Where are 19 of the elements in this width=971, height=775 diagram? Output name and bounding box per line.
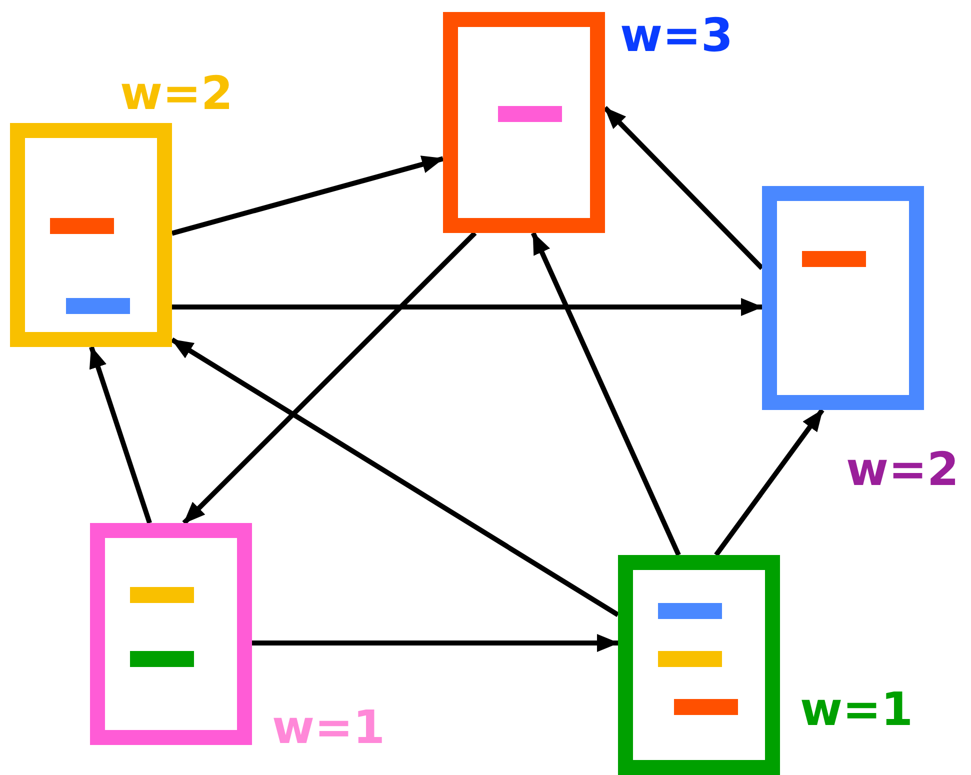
arrow (171, 156, 444, 236)
weight-label: w=1 (272, 704, 386, 750)
page-box (443, 12, 605, 233)
page-box (762, 186, 924, 410)
weight-label: w=2 (846, 446, 960, 492)
weight-label: w=3 (620, 12, 734, 58)
arrow (603, 106, 764, 270)
page-box (90, 523, 252, 745)
arrow (170, 337, 620, 618)
arrow (182, 231, 477, 525)
arrow (530, 232, 681, 556)
arrow (172, 298, 763, 316)
arrow (89, 346, 152, 524)
arrow (252, 634, 619, 652)
weight-label: w=2 (120, 70, 234, 116)
weight-label: w=1 (800, 686, 914, 732)
arrow (714, 408, 824, 556)
page-box (618, 555, 780, 775)
page-box (10, 123, 172, 347)
